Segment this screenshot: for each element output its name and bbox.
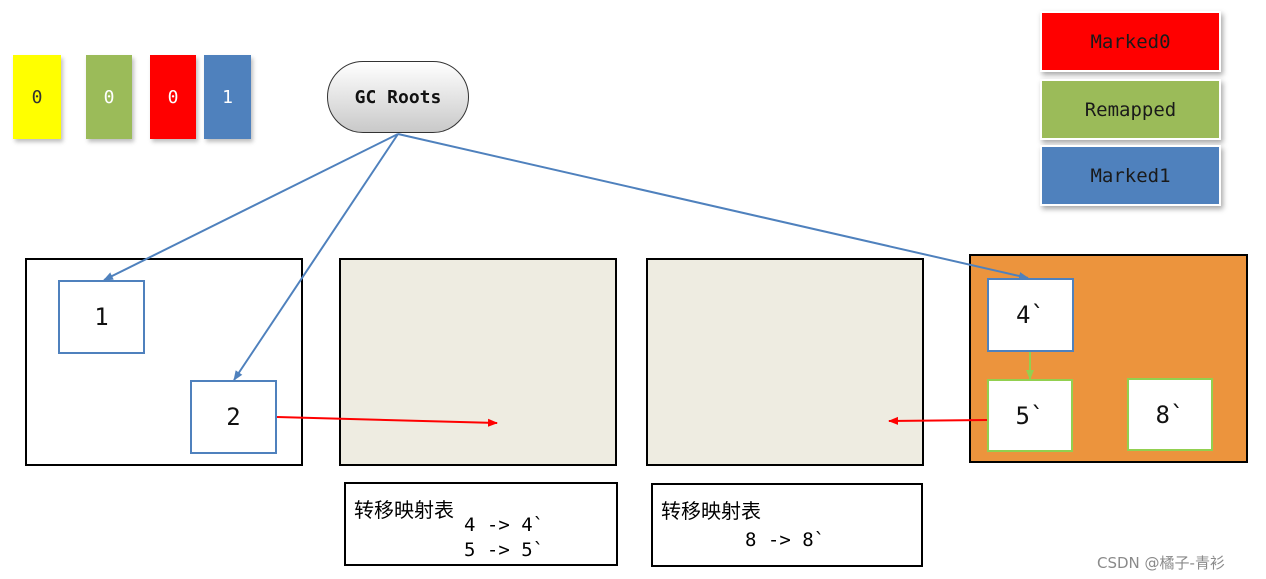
object-8-relocated: 8` bbox=[1127, 378, 1213, 451]
relocate-arrow-2 bbox=[276, 416, 498, 427]
root-ref-arrow-1 bbox=[103, 133, 399, 281]
legend-marked1: Marked1 bbox=[1040, 145, 1221, 206]
watermark: CSDN @橘子-青衫 bbox=[1097, 554, 1225, 572]
gc-roots-node: GC Roots bbox=[327, 61, 469, 133]
region-2 bbox=[339, 258, 617, 466]
color-flag-yellow: 0 bbox=[13, 55, 61, 139]
object-1: 1 bbox=[58, 280, 145, 354]
forwarding-table-title: 转移映射表 bbox=[661, 499, 761, 523]
relocate-arrow-5 bbox=[888, 416, 988, 425]
legend-marked0: Marked0 bbox=[1040, 11, 1221, 72]
legend-remapped: Remapped bbox=[1040, 79, 1221, 140]
forwarding-table-1: 转移映射表 4 -> 4` 5 -> 5` bbox=[344, 482, 618, 566]
forwarding-table-row: 4 -> 4` bbox=[464, 514, 545, 536]
root-ref-arrow-3 bbox=[397, 133, 1029, 280]
forwarding-table-2: 转移映射表 8 -> 8` bbox=[651, 483, 923, 567]
forwarding-table-row: 5 -> 5` bbox=[464, 539, 545, 561]
root-ref-arrow-2 bbox=[233, 133, 399, 381]
color-flag-blue: 1 bbox=[204, 55, 251, 139]
object-2: 2 bbox=[190, 380, 277, 454]
forwarding-table-row: 8 -> 8` bbox=[745, 529, 826, 551]
region-3 bbox=[646, 258, 924, 466]
object-4-relocated: 4` bbox=[987, 278, 1074, 352]
color-flag-red: 0 bbox=[150, 55, 196, 139]
object-5-relocated: 5` bbox=[987, 379, 1073, 452]
forwarding-table-title: 转移映射表 bbox=[354, 498, 454, 522]
color-flag-green: 0 bbox=[86, 55, 132, 139]
